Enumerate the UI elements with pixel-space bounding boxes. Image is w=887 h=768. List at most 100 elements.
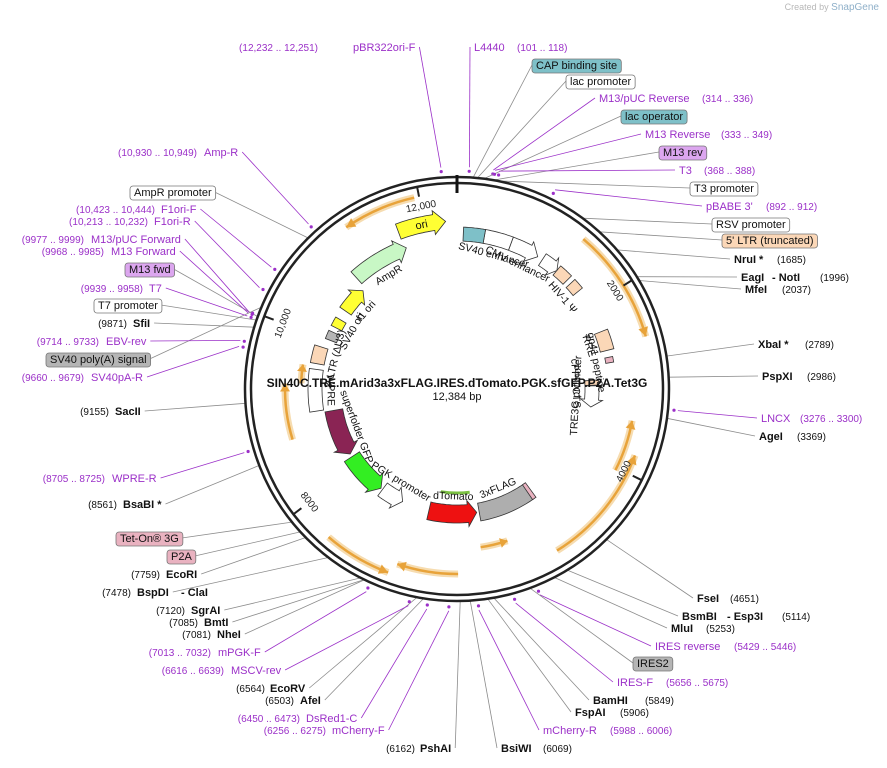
enzyme-site-label[interactable]: - ClaI (181, 587, 208, 599)
enzyme-site-label[interactable]: BspDI (137, 587, 169, 599)
enzyme-site-label[interactable]: PshAI (420, 743, 451, 755)
feature-dtomato[interactable] (426, 499, 478, 528)
primer-label[interactable]: IRES-F (617, 677, 653, 689)
primer-label[interactable]: M13/pUC Forward (91, 234, 181, 246)
enzyme-site-label[interactable]: BmtI (204, 617, 228, 629)
enzyme-site-label[interactable]: EagI (741, 272, 764, 284)
primer-label[interactable]: SV40pA-R (91, 372, 143, 384)
feature-box-label[interactable]: SV40 poly(A) signal (50, 354, 147, 366)
feature-label-box[interactable] (711, 217, 791, 233)
primer-label[interactable]: M13 Forward (111, 246, 176, 258)
primer-label[interactable]: MSCV-rev (231, 665, 282, 677)
primer-label[interactable]: F1ori-F (161, 204, 197, 216)
primer-label[interactable]: IRES reverse (655, 641, 720, 653)
feature-label-box[interactable] (166, 549, 197, 565)
enzyme-site-label[interactable]: - NotI (772, 272, 800, 284)
primer-label[interactable]: pBABE 3' (706, 201, 753, 213)
feature-marid3a-tail[interactable] (521, 482, 537, 501)
feature-cmv-enhancer[interactable] (507, 236, 539, 262)
feature-box-label[interactable]: T7 promoter (98, 300, 158, 312)
primer-label[interactable]: WPRE-R (112, 473, 157, 485)
feature-pgk-promoter[interactable] (377, 482, 404, 510)
enzyme-site-label[interactable]: BsiWI (501, 743, 532, 755)
feature-rre[interactable] (593, 328, 615, 353)
feature-ori[interactable] (394, 209, 447, 240)
feature-box-label[interactable]: 5' LTR (truncated) (726, 235, 813, 247)
feature-label-box[interactable] (632, 656, 674, 672)
feature-label-box[interactable] (531, 58, 622, 74)
enzyme-site-label[interactable]: BsaBI * (123, 499, 162, 511)
enzyme-site-label[interactable]: MluI (671, 623, 693, 635)
enzyme-site-label[interactable]: PspXI (762, 371, 793, 383)
feature-gp41-peptide[interactable] (604, 356, 615, 364)
feature-rsv-promoter[interactable] (537, 253, 560, 277)
enzyme-site-label[interactable]: MfeI (745, 284, 767, 296)
feature-3-ltr[interactable] (309, 344, 329, 366)
feature-box-label[interactable]: AmpR promoter (134, 187, 212, 199)
feature-label-box[interactable] (124, 262, 175, 278)
enzyme-site-label[interactable]: FseI (697, 593, 719, 605)
feature-label-box[interactable] (658, 145, 708, 161)
feature-box-label[interactable]: M13 rev (663, 147, 703, 159)
feature-5-ltr[interactable] (552, 265, 573, 285)
primer-label[interactable]: L4440 (474, 42, 505, 54)
feature-sv40-enhancer[interactable] (482, 229, 514, 251)
feature-box-label[interactable]: RSV promoter (716, 219, 786, 231)
feature-3xflag[interactable] (477, 483, 534, 522)
feature-sv40-ori[interactable] (330, 316, 347, 332)
enzyme-site-label[interactable]: BamHI (593, 695, 628, 707)
feature-cppt-cts[interactable] (584, 379, 600, 386)
feature-box-label[interactable]: T3 promoter (694, 183, 754, 195)
feature-label-box[interactable] (721, 233, 818, 249)
enzyme-site-label[interactable]: AgeI (759, 431, 783, 443)
enzyme-site-label[interactable]: AfeI (300, 695, 321, 707)
enzyme-site-label[interactable]: SfiI (133, 318, 150, 330)
feature-sv40-poly-a[interactable] (324, 329, 341, 344)
primer-label[interactable]: DsRed1-C (306, 713, 357, 725)
feature-box-label[interactable]: CAP binding site (536, 60, 617, 72)
feature-label-box[interactable] (689, 181, 759, 197)
enzyme-site-label[interactable]: EcoRI (166, 569, 197, 581)
feature-superfolder-gfp[interactable] (324, 408, 359, 455)
enzyme-site-label[interactable]: NruI * (734, 254, 764, 266)
primer-label[interactable]: Amp-R (204, 147, 238, 159)
primer-label[interactable]: T3 (679, 165, 692, 177)
primer-label[interactable]: M13/pUC Reverse (599, 93, 689, 105)
feature-label-box[interactable] (565, 74, 636, 90)
enzyme-site-label[interactable]: NheI (217, 629, 241, 641)
primer-label[interactable]: M13 Reverse (645, 129, 710, 141)
enzyme-site-label[interactable]: EcoRV (270, 683, 306, 695)
feature-label-box[interactable] (620, 109, 688, 125)
feature-box-label[interactable]: M13 fwd (129, 264, 171, 276)
feature-box-label[interactable]: lac operator (625, 111, 683, 123)
primer-label[interactable]: pBR322ori-F (353, 42, 416, 54)
feature-ampr[interactable] (350, 239, 407, 285)
primer-label[interactable]: mCherry-F (332, 725, 385, 737)
primer-label[interactable]: mPGK-F (218, 647, 261, 659)
feature-box-label[interactable]: lac promoter (570, 76, 631, 88)
feature-sfgfp-p2a-green[interactable] (343, 451, 384, 494)
primer-label[interactable]: T7 (149, 283, 162, 295)
primer-label[interactable]: EBV-rev (106, 336, 147, 348)
enzyme-site-label[interactable]: XbaI * (758, 339, 789, 351)
enzyme-site-label[interactable]: SacII (115, 406, 141, 418)
feature-box-label[interactable]: IRES2 (637, 658, 669, 670)
feature-box-label[interactable]: Tet-On® 3G (120, 533, 179, 545)
feature-tre3g-promoter[interactable] (579, 385, 604, 408)
enzyme-site-label[interactable]: - Esp3I (727, 611, 763, 623)
feature-label-box[interactable] (115, 531, 184, 547)
feature-label-box[interactable] (45, 352, 152, 368)
feature-wpre[interactable] (307, 368, 325, 413)
enzyme-site-label[interactable]: SgrAI (191, 605, 220, 617)
primer-label[interactable]: F1ori-R (154, 216, 191, 228)
feature-box-label[interactable]: P2A (171, 551, 192, 563)
feature-f1-ori[interactable] (339, 289, 366, 316)
feature-hiv-1-psi[interactable] (565, 278, 583, 297)
feature-label-box[interactable] (129, 185, 217, 201)
primer-label[interactable]: mCherry-R (543, 725, 597, 737)
enzyme-site-label[interactable]: FspAI (575, 707, 606, 719)
enzyme-site-label[interactable]: BsmBI (682, 611, 717, 623)
feature-lac-region[interactable] (462, 226, 487, 244)
feature-label-box[interactable] (93, 298, 163, 314)
primer-label[interactable]: LNCX (761, 413, 791, 425)
